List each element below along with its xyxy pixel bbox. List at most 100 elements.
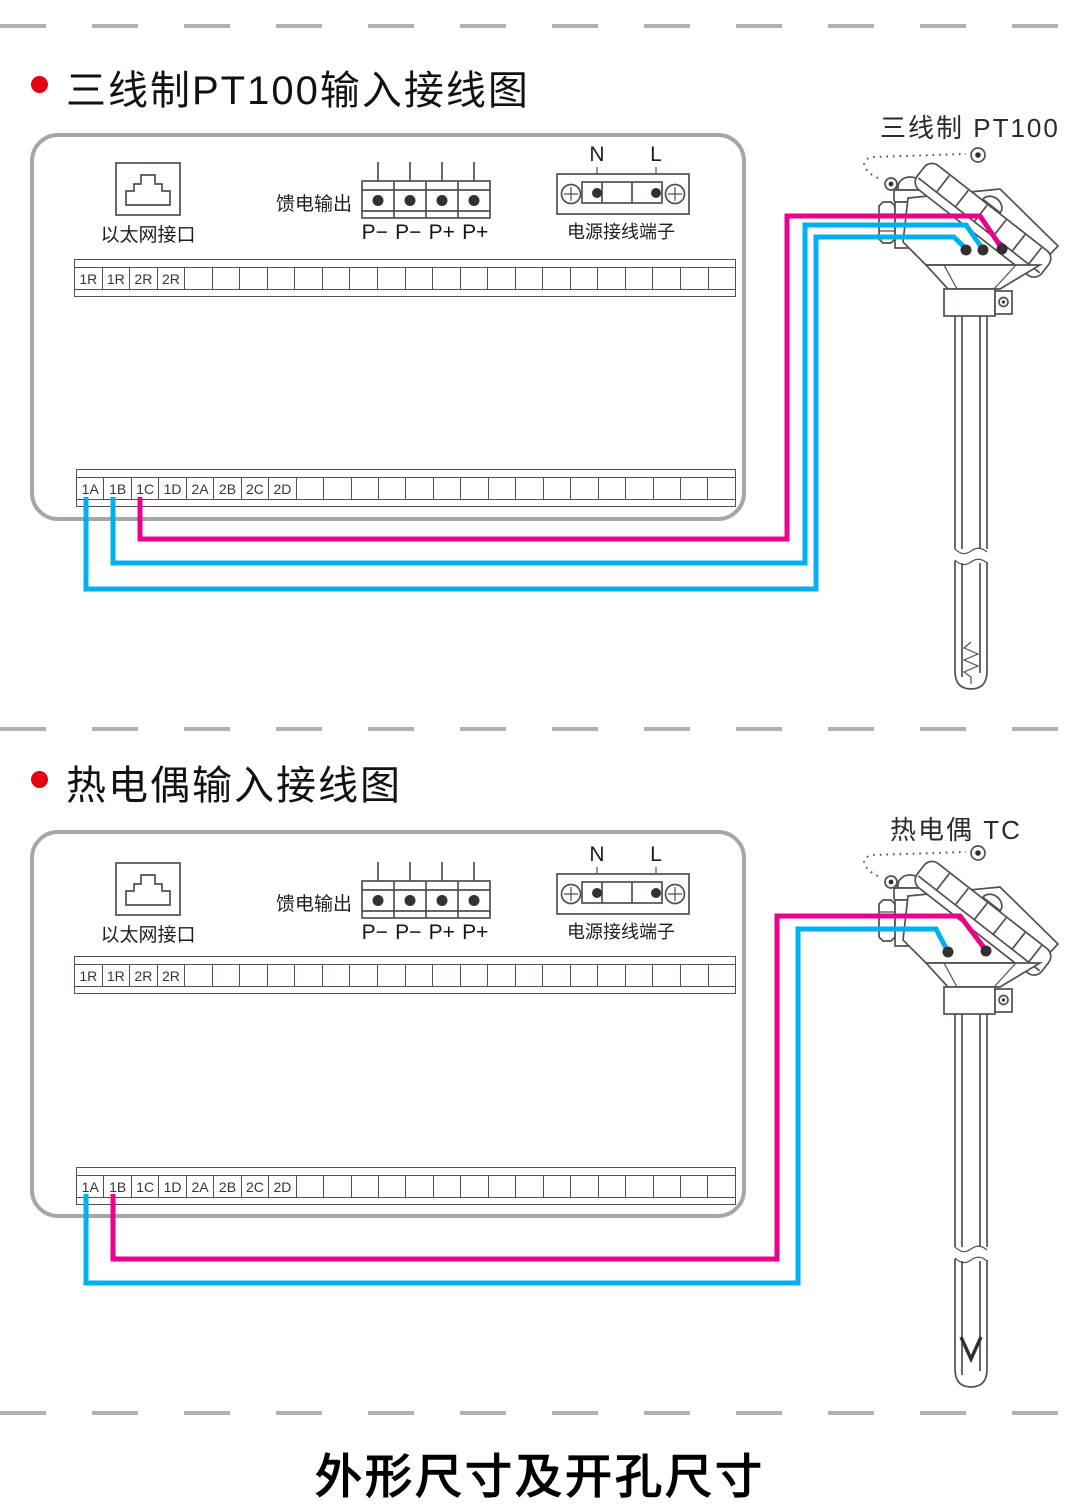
terminal-cell — [653, 268, 682, 289]
terminal-cell — [406, 1176, 434, 1197]
strip-rail — [75, 957, 735, 965]
ethernet-label: 以太网接口 — [100, 225, 196, 246]
terminal-cell: 1R — [75, 268, 103, 289]
terminal-cell: 1C — [132, 1176, 160, 1197]
terminal-cell — [709, 965, 736, 986]
terminal-cell — [571, 965, 599, 986]
terminal-cell: 1D — [159, 1176, 187, 1197]
terminal-cell — [406, 478, 434, 499]
terminal-cell — [350, 268, 379, 289]
terminal-cell — [379, 1176, 407, 1197]
terminal-cell: 2D — [269, 1176, 297, 1197]
terminal-cell — [681, 268, 709, 289]
terminal-cell — [516, 268, 544, 289]
rtd-element-icon — [962, 641, 980, 684]
section-title-pt100: 三线制PT100输入接线图 — [66, 69, 530, 113]
terminal-cell — [626, 478, 654, 499]
terminal-cell — [378, 965, 406, 986]
terminal-cell — [488, 268, 516, 289]
terminal-cell — [543, 268, 571, 289]
terminal-cell — [571, 268, 599, 289]
terminal-cell — [268, 268, 296, 289]
terminal-cell — [708, 478, 734, 499]
feed-terminal-label: P− — [395, 221, 422, 244]
sensor-label-tc: 热电偶 TC — [890, 815, 1022, 845]
page-title-dimensions: 外形尺寸及开孔尺寸 — [315, 1450, 765, 1503]
terminal-cell: 2R — [158, 268, 186, 289]
feed-terminal-label: P− — [395, 921, 422, 944]
terminal-cell — [544, 1176, 572, 1197]
terminal-cell — [598, 965, 626, 986]
terminal-cell — [681, 478, 709, 499]
terminal-cell — [213, 965, 241, 986]
device-panel-pt100: 以太网接口 馈电输出 P− P− P+ P+ N L — [30, 133, 746, 521]
ethernet-label: 以太网接口 — [100, 925, 196, 946]
feed-terminal-label: P+ — [428, 221, 455, 244]
separator-line — [0, 1411, 1080, 1415]
bullet-icon — [31, 771, 48, 788]
feed-terminal-label: P+ — [428, 921, 455, 944]
power-terminal-n-label: N — [589, 843, 605, 866]
terminal-cell — [240, 965, 268, 986]
terminal-cell — [297, 1176, 325, 1197]
terminal-cell — [240, 268, 268, 289]
feed-terminal-labels: P− P− P+ P+ — [358, 921, 492, 945]
power-terminal-label: 电源接线端子 — [567, 922, 675, 942]
terminal-cell — [433, 965, 461, 986]
thermocouple-junction-icon — [959, 1336, 983, 1364]
terminal-dot — [996, 243, 1008, 255]
terminal-cell — [543, 965, 571, 986]
terminal-cell — [268, 965, 296, 986]
feed-terminal-label: P− — [361, 221, 388, 244]
terminal-cell: 2B — [214, 1176, 242, 1197]
terminal-cell: 1R — [103, 268, 131, 289]
terminal-cell — [599, 1176, 627, 1197]
strip-rail — [77, 1168, 735, 1176]
terminal-cell — [681, 1176, 709, 1197]
sensor-illustration-tc — [863, 845, 1062, 1388]
power-terminal-l-label: L — [650, 843, 662, 866]
feed-terminal-label: P+ — [462, 921, 489, 944]
terminal-cell — [709, 268, 736, 289]
separator-line — [0, 727, 1080, 731]
terminal-cell — [516, 965, 544, 986]
terminal-cell — [681, 965, 709, 986]
terminal-cell: 2R — [130, 965, 158, 986]
power-terminal-block — [556, 167, 690, 215]
terminal-cell — [379, 478, 407, 499]
terminal-cell: 1C — [132, 478, 160, 499]
terminal-cell — [488, 965, 516, 986]
feed-output-label: 馈电输出 — [275, 194, 352, 215]
section-title-tc: 热电偶输入接线图 — [66, 764, 402, 808]
terminal-cell: 1R — [75, 965, 103, 986]
terminal-cell — [571, 478, 599, 499]
terminal-cell: 2A — [187, 1176, 215, 1197]
terminal-cell — [434, 478, 462, 499]
feed-output-label: 馈电输出 — [275, 894, 352, 915]
terminal-cell: 1B — [104, 1176, 132, 1197]
sensor-illustration-pt100 — [863, 147, 1062, 690]
separator-line — [0, 24, 1080, 28]
terminal-cell — [461, 268, 489, 289]
terminal-cell — [461, 1176, 489, 1197]
terminal-cell — [350, 965, 379, 986]
terminal-cell — [599, 478, 627, 499]
terminal-cell — [516, 478, 544, 499]
terminal-cell — [185, 965, 213, 986]
terminal-cell — [185, 268, 213, 289]
terminal-cell — [461, 478, 489, 499]
terminal-cell — [516, 1176, 544, 1197]
terminal-cell — [489, 478, 517, 499]
terminal-cell — [626, 965, 654, 986]
bullet-icon — [31, 76, 48, 93]
ethernet-icon — [115, 162, 181, 216]
terminal-cell — [213, 268, 241, 289]
feed-terminal-block — [361, 162, 491, 219]
terminal-cell — [406, 268, 434, 289]
terminal-cell: 1B — [104, 478, 132, 499]
feed-terminal-labels: P− P− P+ P+ — [358, 221, 492, 245]
strip-rail — [75, 260, 735, 268]
terminal-cell — [378, 268, 406, 289]
